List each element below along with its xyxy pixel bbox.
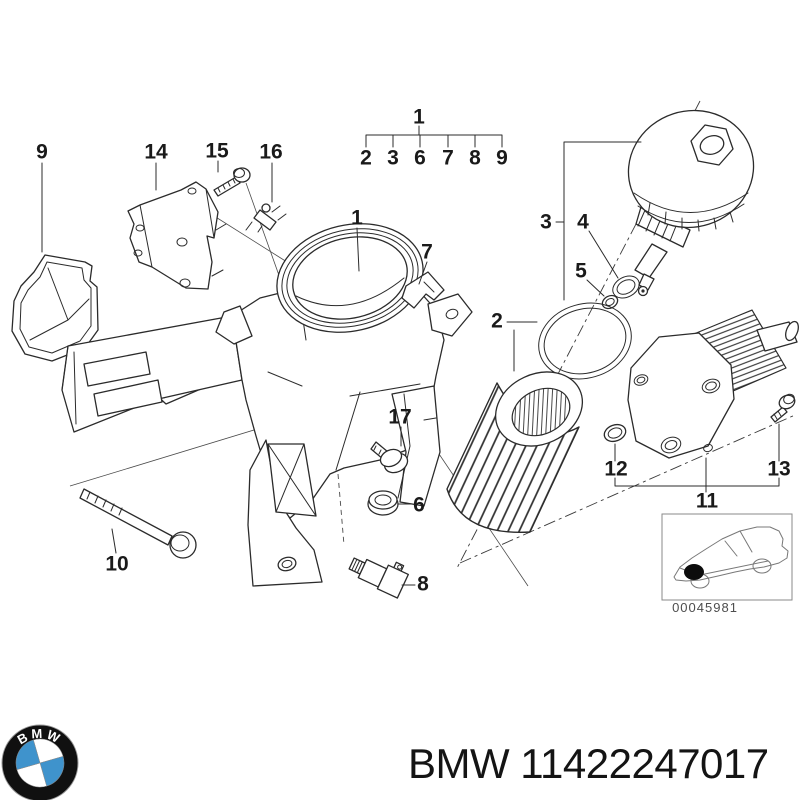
callout-2: 2 [491,310,503,333]
tree-child-callout-2: 2 [360,147,372,170]
part-location-dot [684,564,704,580]
callout-17: 17 [388,406,411,429]
part-3-filter-cap-drawing [627,109,755,297]
part-9-gasket-drawing [11,254,99,362]
callout-11: 11 [696,490,719,513]
part-10-bolt-drawing [79,488,197,559]
car-location-thumbnail [661,513,793,601]
tree-child-callout-7: 7 [442,147,454,170]
callout-7: 7 [421,241,433,264]
callout-1: 1 [351,207,363,230]
callout-15: 15 [205,140,229,163]
tree-child-callout-3: 3 [387,147,399,170]
part-16-clip-drawing [245,203,287,233]
part-6-plug-drawing [367,490,399,516]
part-17-bolt-drawing [370,441,409,474]
bmw-logo: BMW [1,724,79,800]
footer-part-number: BMW 11422247017 [408,740,769,787]
part-7-clip-drawing [401,271,445,309]
callout-9: 9 [36,141,48,164]
callout-8: 8 [417,573,429,596]
callout-13: 13 [767,458,790,481]
callout-3: 3 [540,211,552,234]
tree-child-callout-9: 9 [496,147,508,170]
part-4-oring-drawing [612,275,640,299]
tree-child-callout-6: 6 [414,147,426,170]
callout-12: 12 [604,458,627,481]
callout-14: 14 [144,141,168,164]
callout-5: 5 [575,260,587,283]
part-2-filter-element-drawing [446,371,584,534]
part-2-oring-drawing [538,302,632,380]
callout-16: 16 [259,141,282,164]
part-1-housing-drawing [61,223,473,587]
part-12-oring-drawing [603,423,627,443]
callout-6: 6 [413,494,425,517]
tree-child-callout-8: 8 [469,147,481,170]
part-8-sensor-drawing [348,557,409,599]
part-13-bolt-drawing [770,393,796,423]
part-14-bracket-drawing [127,181,227,290]
part-15-bolt-drawing [213,167,251,197]
diagram-image-number: 00045981 [672,600,738,615]
callout-10: 10 [105,553,128,576]
part-11-oil-cooler-drawing [627,309,799,459]
tree-root-callout: 1 [413,106,425,129]
bmw-logo-letters: BMW [15,726,65,748]
callout-4: 4 [577,211,589,234]
leader-lines [41,125,780,586]
